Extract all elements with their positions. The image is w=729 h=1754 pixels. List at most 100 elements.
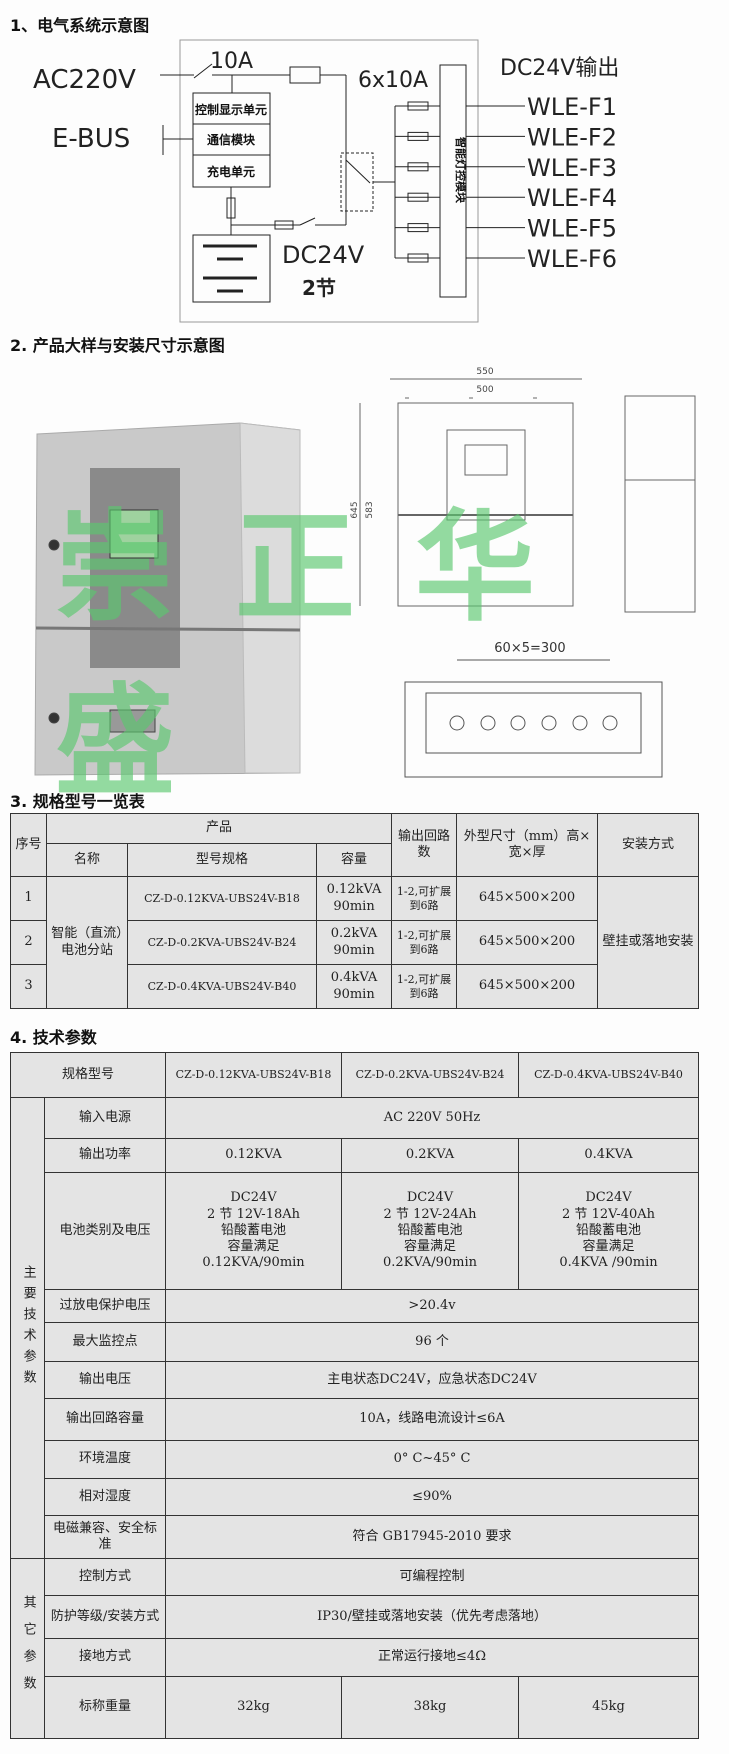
section4-title: 4. 技术参数 (10, 1028, 97, 1047)
table-cell: 1 (10, 876, 47, 921)
table-cell: 0.4KVA (518, 1138, 700, 1173)
table-cell: 正常运行接地≤4Ω (165, 1638, 700, 1677)
table-cell: 1-2,可扩展到6路 (391, 964, 458, 1009)
section2-title: 2. 产品大样与安装尺寸示意图 (10, 336, 225, 355)
table-cell: 0.12kVA 90min (315, 876, 393, 921)
table-cell: >20.4v (165, 1289, 700, 1323)
product-drawing: 550 500 645 583 60×5=300 (34, 367, 696, 778)
table-cell: 输出电压 (43, 1361, 167, 1399)
table-cell: 45kg (518, 1676, 700, 1739)
battery-line: 0.2KVA/90min (382, 1255, 478, 1271)
table-cell: 智能（直流）电池分站 (46, 876, 128, 1009)
output-label: WLE-F4 (527, 184, 617, 212)
bottom-view: 60×5=300 (404, 641, 663, 778)
output-label: WLE-F1 (527, 93, 617, 121)
side-view (624, 395, 696, 613)
battery-line: 0.4KVA /90min (559, 1255, 658, 1271)
battery-line: 铅酸蓄电池 (397, 1222, 463, 1238)
section1-title: 1、电气系统示意图 (10, 16, 150, 35)
table-cell: IP30/壁挂或落地安装（优先考虑落地） (165, 1595, 700, 1639)
table-cell: 标称重量 (43, 1676, 167, 1739)
diagram-label: 500 (476, 385, 493, 395)
table-cell: 645×500×200 (456, 920, 599, 965)
table-cell: 0° C~45° C (165, 1440, 700, 1479)
output-label: WLE-F2 (527, 123, 617, 151)
table-cell: 输出回路容量 (43, 1398, 167, 1441)
diagram-label: 通信模块 (207, 132, 256, 147)
table-cell: 3 (10, 964, 47, 1009)
battery-count: 2节 (302, 276, 336, 300)
table-cell: 输入电源 (43, 1097, 167, 1139)
table-cell: 壁挂或落地安装 (597, 876, 700, 1009)
battery-line: 容量满足 (227, 1239, 280, 1255)
table-cell: 其它参数 (10, 1558, 45, 1739)
table-cell: 接地方式 (43, 1638, 167, 1677)
diagram-label: 550 (476, 367, 493, 377)
table-cell: 控制方式 (43, 1558, 167, 1596)
table-cell: 0.2KVA (341, 1138, 520, 1173)
electrical-diagram: AC220V 10A 控制显示单元 通信模块 充电单元 E-BUS DC24V … (33, 39, 619, 323)
output-label: WLE-F6 (527, 245, 617, 273)
table-cell: 38kg (341, 1676, 520, 1739)
watermark: 崇正华盛 (55, 497, 595, 812)
battery-line: 2 节 12V-40Ah (562, 1206, 655, 1222)
battery-line: 铅酸蓄电池 (576, 1222, 642, 1238)
battery-line: DC24V (406, 1190, 454, 1206)
table-cell: 96 个 (165, 1322, 700, 1362)
table-cell: 安装方式 (597, 813, 700, 877)
table-cell: 645×500×200 (456, 964, 599, 1009)
table-cell: CZ-D-0.4KVA-UBS24V-B40 (518, 1052, 700, 1098)
cabinet-photo (34, 422, 301, 776)
diagram-label: 充电单元 (207, 164, 255, 179)
diagram-label: 583 (365, 501, 375, 518)
table-cell: CZ-D-0.12KVA-UBS24V-B18 (165, 1052, 343, 1098)
table-cell: 环境温度 (43, 1440, 167, 1479)
battery-line: 0.12KVA/90min (202, 1255, 305, 1271)
front-view: 550 500 645 583 (350, 367, 582, 607)
section3-title: 3. 规格型号一览表 (10, 792, 145, 811)
table-cell: 规格型号 (9, 1052, 167, 1098)
table-cell: 645×500×200 (456, 876, 599, 921)
dc-out-label: DC24V输出 (500, 56, 619, 81)
table-cell: 32kg (165, 1676, 343, 1739)
breaker-label: 10A (210, 49, 253, 74)
table-cell: 2 (10, 920, 47, 965)
fuses-label: 6x10A (358, 68, 428, 93)
table-cell: ≤90% (165, 1478, 700, 1516)
table-cell: 过放电保护电压 (43, 1289, 167, 1323)
table-cell: 电池类别及电压 (43, 1172, 167, 1290)
table-cell: 1-2,可扩展到6路 (391, 920, 458, 965)
table-cell: CZ-D-0.12KVA-UBS24V-B18 (127, 876, 317, 921)
table-cell: 外型尺寸（mm）高×宽×厚 (456, 813, 599, 877)
battery-line: DC24V (230, 1190, 277, 1206)
battery-line: DC24V (585, 1190, 632, 1206)
table-cell: 0.2kVA 90min (315, 920, 393, 965)
table-cell: 最大监控点 (43, 1322, 167, 1362)
table-cell: CZ-D-0.2KVA-UBS24V-B24 (341, 1052, 520, 1098)
table-cell: 相对湿度 (43, 1478, 167, 1516)
battery-label: DC24V (282, 241, 365, 269)
table-cell: 序号 (10, 813, 47, 877)
table-cell: 输出回路数 (391, 813, 458, 877)
diagram-label: 60×5=300 (494, 641, 565, 656)
battery-line: 容量满足 (404, 1239, 457, 1255)
table-cell: 名称 (46, 843, 128, 877)
battery-line: 容量满足 (582, 1239, 635, 1255)
output-label: WLE-F3 (527, 154, 617, 182)
ac-label: AC220V (33, 65, 136, 95)
diagram-label: 控制显示单元 (195, 102, 267, 117)
table-cell: 0.4kVA 90min (315, 964, 393, 1009)
table-cell: 10A，线路电流设计≤6A (165, 1398, 700, 1441)
table-cell: 主要技术参数 (10, 1097, 45, 1559)
table-cell: 容量 (315, 843, 393, 877)
table-cell: 主电状态DC24V，应急状态DC24V (165, 1361, 700, 1399)
table-cell: 符合 GB17945-2010 要求 (165, 1515, 700, 1559)
